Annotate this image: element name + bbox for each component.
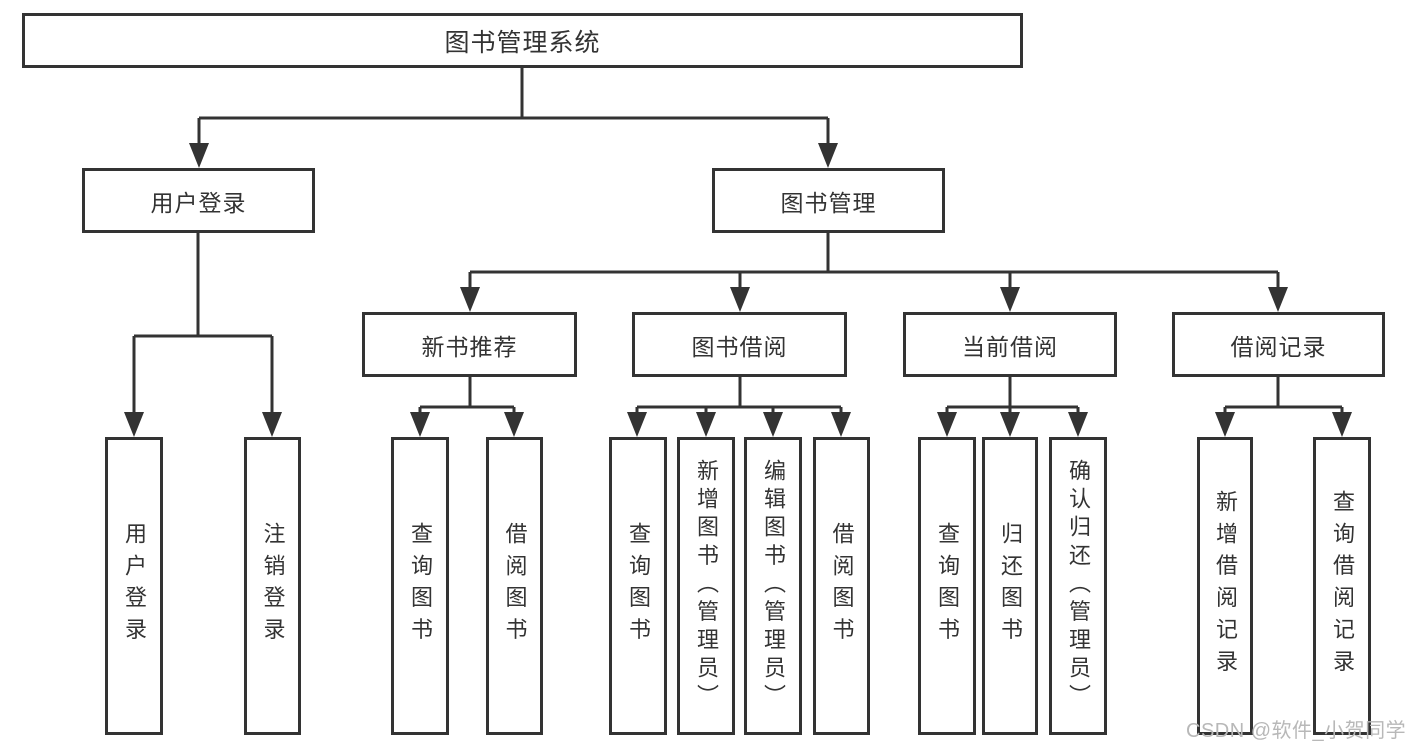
node-label: 借阅图书 [829, 522, 855, 650]
leaf-logout: 注销登录 [244, 437, 301, 735]
node-label: 图书借阅 [691, 333, 788, 360]
leaf-query-books: 查询图书 [391, 437, 449, 735]
node-label: 新增借阅记录 [1213, 490, 1238, 682]
node-user-login: 用户登录 [82, 168, 315, 233]
leaf-borrow-books: 借阅图书 [813, 437, 870, 735]
node-label: 确认归还（管理员） [1066, 459, 1091, 713]
node-root-label: 图书管理系统 [444, 28, 601, 57]
leaf-query-books: 查询图书 [609, 437, 667, 735]
node-label: 查询图书 [408, 522, 433, 650]
node-root: 图书管理系统 [22, 13, 1023, 68]
node-book-borrow: 图书借阅 [632, 312, 847, 377]
leaf-user-login: 用户登录 [105, 437, 163, 735]
node-label: 编辑图书（管理员） [761, 459, 786, 713]
node-current-borrow: 当前借阅 [903, 312, 1117, 377]
node-label: 查询图书 [935, 522, 960, 650]
leaf-edit-books-admin: 编辑图书（管理员） [744, 437, 802, 735]
node-borrow-records: 借阅记录 [1172, 312, 1385, 377]
leaf-add-books-admin: 新增图书（管理员） [677, 437, 735, 735]
leaf-query-borrow-record: 查询借阅记录 [1313, 437, 1371, 735]
leaf-return-books: 归还图书 [982, 437, 1038, 735]
node-book-management: 图书管理 [712, 168, 945, 233]
node-label: 新增图书（管理员） [694, 459, 719, 713]
leaf-confirm-return-admin: 确认归还（管理员） [1049, 437, 1107, 735]
node-label: 注销登录 [260, 522, 286, 650]
leaf-add-borrow-record: 新增借阅记录 [1197, 437, 1253, 735]
node-label: 归还图书 [998, 522, 1023, 650]
node-label: 用户登录 [150, 189, 247, 216]
node-label: 图书管理 [780, 189, 877, 216]
node-label: 新书推荐 [421, 333, 518, 360]
leaf-query-books: 查询图书 [918, 437, 976, 735]
csdn-watermark: CSDN @软件_小贺同学 [1186, 720, 1405, 742]
node-label: 用户登录 [122, 522, 147, 650]
node-label: 当前借阅 [962, 333, 1058, 360]
node-label: 借阅记录 [1230, 333, 1327, 360]
node-label: 查询图书 [626, 522, 651, 650]
node-label: 借阅图书 [502, 522, 528, 650]
leaf-borrow-books: 借阅图书 [486, 437, 543, 735]
node-new-book-recommend: 新书推荐 [362, 312, 577, 377]
node-label: 查询借阅记录 [1330, 490, 1355, 682]
